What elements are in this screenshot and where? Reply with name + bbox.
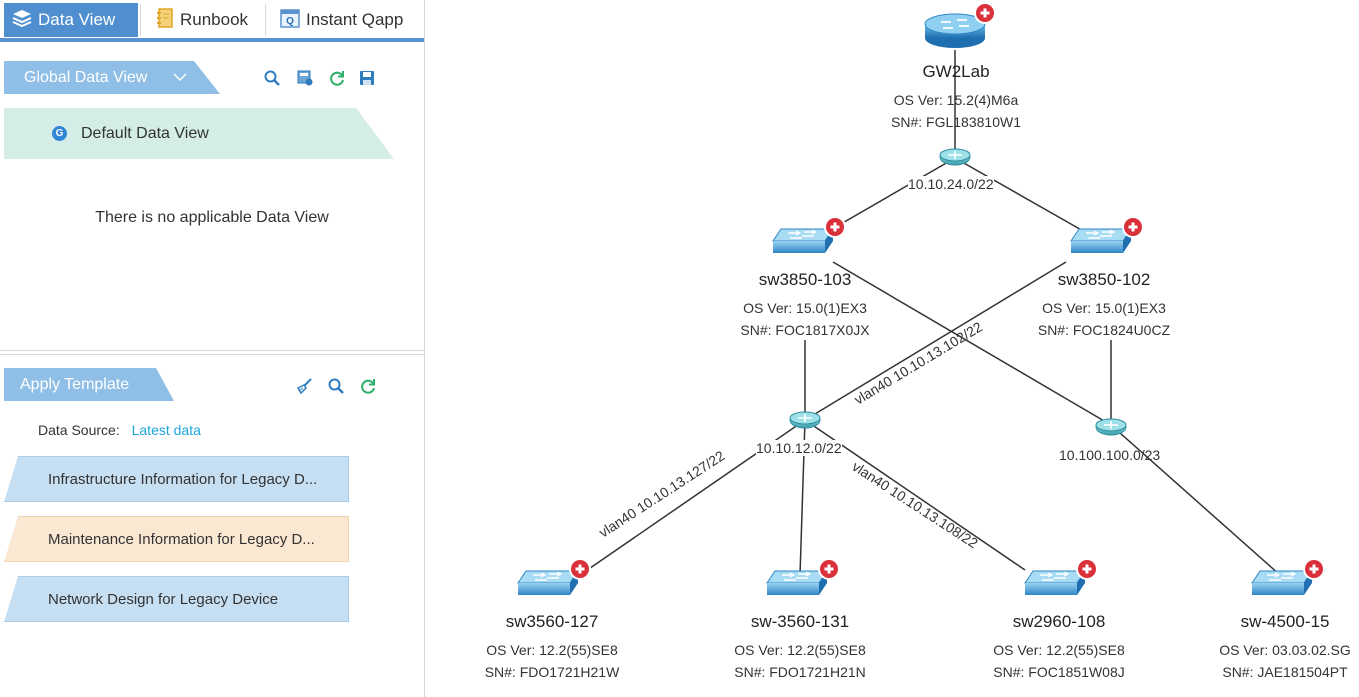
- template-item-network-design[interactable]: Network Design for Legacy Device: [4, 576, 349, 622]
- alert-icon: [567, 556, 593, 582]
- device-os: OS Ver: 12.2(55)SE8: [993, 642, 1125, 658]
- broom-icon[interactable]: [294, 376, 314, 396]
- link-label-vlan108: vlan40 10.10.13.108/22: [849, 458, 981, 551]
- view-settings-icon[interactable]: [295, 68, 315, 88]
- svg-text:Q: Q: [286, 16, 294, 27]
- save-icon[interactable]: [357, 68, 377, 88]
- switch-sw3850-103[interactable]: [772, 214, 848, 254]
- alert-icon: [816, 556, 842, 582]
- link-sw103-net100: [832, 261, 1112, 426]
- device-sn: SN#: FOC1824U0CZ: [1037, 322, 1171, 338]
- refresh-icon[interactable]: [327, 68, 347, 88]
- notebook-icon: [156, 7, 174, 33]
- section-divider: [0, 350, 424, 351]
- template-item-label: Network Design for Legacy Device: [48, 590, 279, 608]
- data-source-label: Data Source:: [38, 422, 120, 438]
- left-panel: Data View Runbook Q Instant Qapp Global …: [0, 0, 425, 697]
- tab-underline: [0, 38, 424, 42]
- template-item-label: Maintenance Information for Legacy D...: [48, 530, 315, 548]
- subnet-hub-icon[interactable]: [789, 411, 821, 429]
- chevron-down-icon: [173, 69, 187, 87]
- template-item-maintenance[interactable]: Maintenance Information for Legacy D...: [4, 516, 349, 562]
- tab-runbook[interactable]: Runbook: [148, 3, 262, 37]
- search-icon[interactable]: [262, 68, 282, 88]
- empty-data-view-message: There is no applicable Data View: [95, 209, 329, 226]
- ribbon-label: Apply Template: [20, 375, 130, 393]
- switch-sw-4500-15[interactable]: [1251, 556, 1327, 596]
- link-label-net12: 10.10.12.0/22: [756, 440, 842, 456]
- template-item-infrastructure[interactable]: Infrastructure Information for Legacy D.…: [4, 456, 349, 502]
- device-name: sw3850-103: [758, 270, 852, 289]
- device-os: OS Ver: 15.0(1)EX3: [743, 300, 867, 316]
- device-os: OS Ver: 12.2(55)SE8: [734, 642, 866, 658]
- refresh-icon[interactable]: [358, 376, 378, 396]
- tab-label: Instant Qapp: [306, 10, 404, 29]
- subnet-hub-icon[interactable]: [1095, 418, 1127, 436]
- tab-label: Runbook: [180, 10, 249, 29]
- device-sn: SN#: FGL183810W1: [891, 114, 1021, 130]
- device-os: OS Ver: 15.2(4)M6a: [893, 92, 1019, 108]
- link-sw102-net12: [804, 261, 1067, 421]
- default-data-view-item[interactable]: G Default Data View: [4, 108, 394, 159]
- subnet-hub-icon[interactable]: [939, 148, 971, 166]
- switch-sw3560-127[interactable]: [517, 556, 593, 596]
- data-source-row: Data Source: Latest data: [38, 422, 201, 438]
- device-name: GW2Lab: [922, 62, 990, 81]
- tab-divider: [265, 4, 266, 36]
- device-sn: SN#: FDO1721H21N: [734, 664, 866, 680]
- alert-icon: [1120, 214, 1146, 240]
- device-os: OS Ver: 03.03.02.SG: [1219, 642, 1351, 658]
- template-item-label: Infrastructure Information for Legacy D.…: [48, 470, 318, 488]
- topology-canvas[interactable]: vlan40 10.10.13.102/22 vlan40 10.10.13.1…: [425, 0, 1359, 697]
- section-divider: [0, 354, 424, 355]
- link-net12-sw108: [804, 419, 1026, 571]
- qapp-icon: Q: [280, 8, 300, 33]
- alert-icon: [972, 0, 998, 26]
- global-badge-icon: G: [52, 126, 67, 141]
- topology-svg: vlan40 10.10.13.102/22 vlan40 10.10.13.1…: [517, 0, 1327, 596]
- data-source-link[interactable]: Latest data: [131, 422, 201, 438]
- device-os: OS Ver: 12.2(55)SE8: [486, 642, 618, 658]
- link-label-net24: 10.10.24.0/22: [908, 176, 994, 192]
- device-os: OS Ver: 15.0(1)EX3: [1042, 300, 1166, 316]
- tab-instant-qapp[interactable]: Q Instant Qapp: [272, 3, 420, 37]
- link-label-net100: 10.100.100.0/23: [1059, 447, 1161, 463]
- device-sn: SN#: FOC1817X0JX: [740, 322, 870, 338]
- apply-template-ribbon: Apply Template: [4, 368, 174, 401]
- device-name: sw-3560-131: [750, 612, 850, 631]
- device-name: sw-4500-15: [1240, 612, 1330, 631]
- link-label-vlan127: vlan40 10.10.13.127/22: [596, 447, 728, 540]
- link-net24-sw103: [826, 157, 956, 233]
- ribbon-label: Global Data View: [24, 68, 148, 86]
- link-net24-sw102: [954, 157, 1086, 233]
- device-name: sw2960-108: [1012, 612, 1106, 631]
- tab-divider: [140, 4, 141, 36]
- switch-sw-3560-131[interactable]: [766, 556, 842, 596]
- switch-sw2960-108[interactable]: [1024, 556, 1100, 596]
- search-icon[interactable]: [326, 376, 346, 396]
- link-label-vlan102: vlan40 10.10.13.102/22: [851, 318, 985, 407]
- tab-bar: Data View Runbook Q Instant Qapp: [0, 0, 424, 42]
- alert-icon: [1074, 556, 1100, 582]
- link-net100-sw15: [1110, 424, 1281, 576]
- device-sn: SN#: FDO1721H21W: [484, 664, 620, 680]
- layers-icon: [12, 9, 32, 32]
- tab-data-view[interactable]: Data View: [4, 3, 138, 37]
- tab-label: Data View: [38, 10, 116, 29]
- default-data-view-label: Default Data View: [81, 124, 209, 142]
- device-name: sw3850-102: [1057, 270, 1151, 289]
- alert-icon: [1301, 556, 1327, 582]
- switch-sw3850-102[interactable]: [1070, 214, 1146, 254]
- alert-icon: [822, 214, 848, 240]
- device-sn: SN#: FOC1851W08J: [993, 664, 1125, 680]
- device-name: sw3560-127: [505, 612, 599, 631]
- router-gw2lab[interactable]: [924, 0, 998, 48]
- device-sn: SN#: JAE181504PT: [1222, 664, 1348, 680]
- global-data-view-dropdown[interactable]: Global Data View: [4, 61, 220, 94]
